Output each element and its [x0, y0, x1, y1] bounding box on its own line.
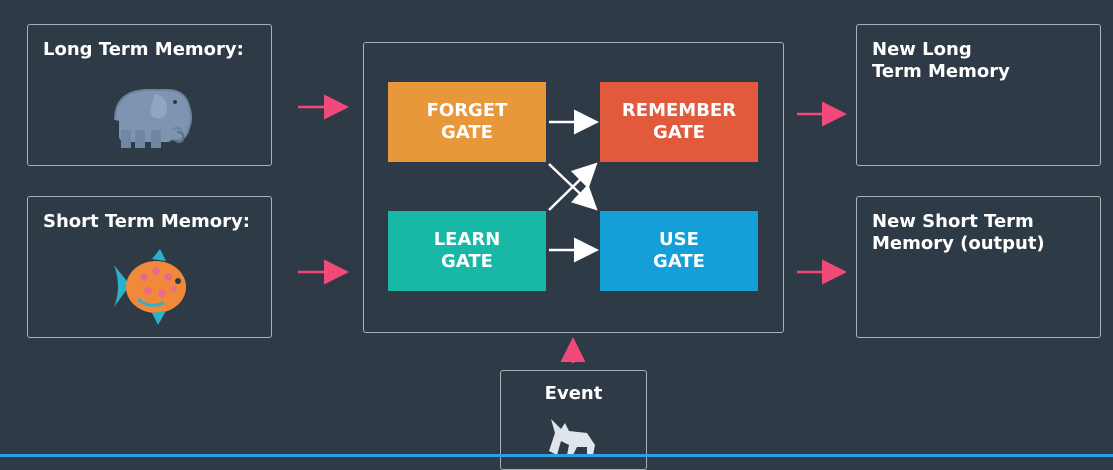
wolf-icon [549, 419, 595, 455]
fish-icon [114, 249, 186, 325]
new-long-term-memory-box: New Long Term Memory [856, 24, 1101, 166]
remember-gate: REMEMBER GATE [600, 82, 758, 162]
arrow-learn-to-remember [548, 162, 598, 211]
event-label: Event [544, 383, 603, 404]
arrows-layer [298, 94, 847, 363]
forget-gate: FORGET GATE [388, 82, 546, 162]
event-box: Event [500, 370, 647, 470]
new-short-term-memory-box: New Short Term Memory (output) [856, 196, 1101, 338]
new-short-term-memory-label: New Short Term Memory (output) [872, 211, 1045, 254]
long-term-memory-label: Long Term Memory: [43, 39, 244, 60]
elephant-icon [114, 89, 192, 148]
learn-gate: LEARN GATE [388, 211, 546, 291]
long-term-memory-box: Long Term Memory: [27, 24, 272, 166]
arrow-forget-to-use [548, 163, 598, 211]
short-term-memory-box: Short Term Memory: [27, 196, 272, 338]
use-gate: USE GATE [600, 211, 758, 291]
bottom-progress-line [0, 454, 1113, 457]
short-term-memory-label: Short Term Memory: [43, 211, 250, 232]
new-long-term-memory-label: New Long Term Memory [872, 39, 1010, 82]
